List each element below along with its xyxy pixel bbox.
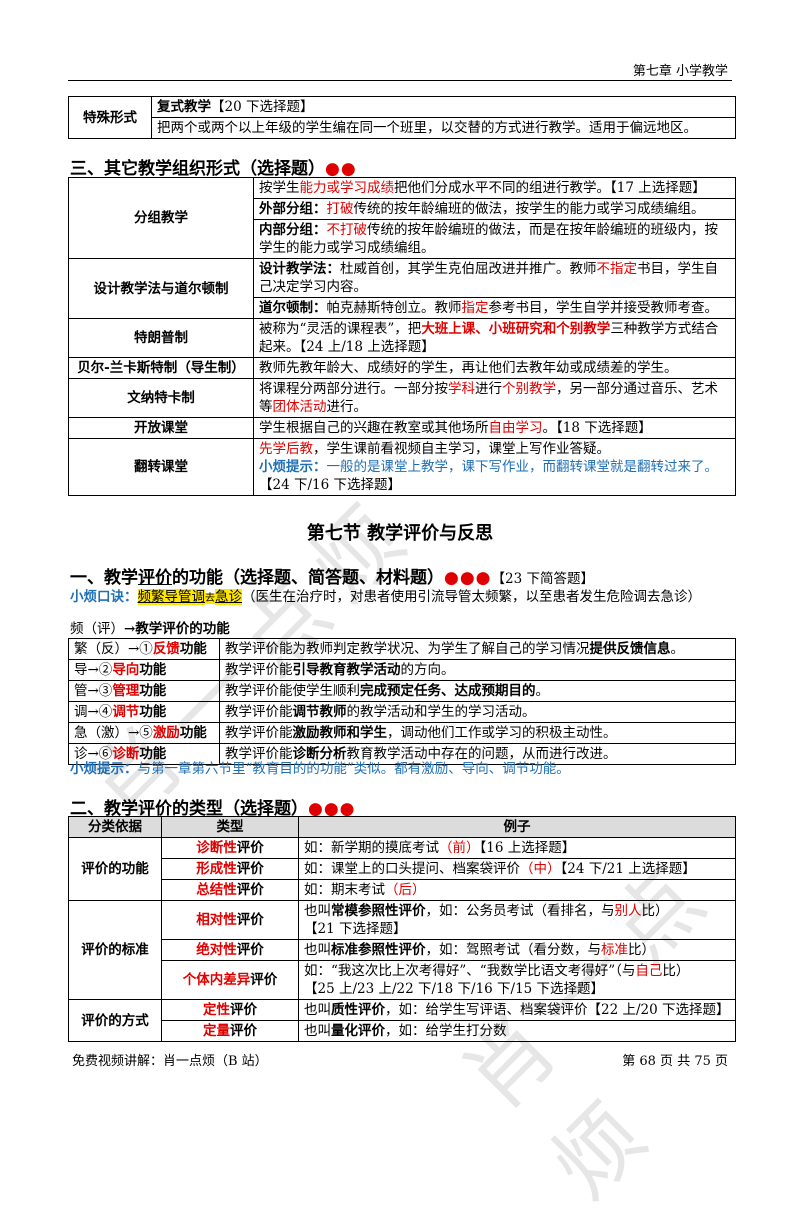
type-qualitative: 定性评价 xyxy=(161,999,299,1021)
type-summative: 总结性评价 xyxy=(161,879,299,901)
function-desc: 教学评价能为教师判定教学状况、为学生了解自己的学习情况提供反馈信息。 xyxy=(219,638,736,660)
mnemonic-line: 小烦口诀：频繁导管调去急诊（医生在治疗时，对患者使用引流导管太频繁，以至患者发生… xyxy=(70,589,701,605)
footer-left: 免费视频讲解：肖一点烦（B 站） xyxy=(72,1054,268,1069)
function-desc: 教学评价能调节教师的教学活动和学生的学习活动。 xyxy=(219,701,736,723)
function-label: 急（激）→⑤激励功能 xyxy=(68,722,220,744)
group-line-3: 内部分组：不打破传统的按年龄编班的做法，而是在按年龄编班的班级内，按学生的能力或… xyxy=(253,219,736,259)
example-formative: 如：课堂上的口头提问、档案袋评价（中）【24 下/21 上选择题】 xyxy=(298,858,736,880)
example-quantitative: 也叫量化评价，如：给学生打分数 xyxy=(298,1020,736,1042)
trump-desc: 被称为“灵活的课程表”，把大班上课、小班研究和个别教学三种教学方式结合起来。【2… xyxy=(253,318,736,358)
special-form-table: 特殊形式 复式教学【20 下选择题】 把两个或两个以上年级的学生编在同一个班里，… xyxy=(68,96,736,139)
row-label-winnetka: 文纳特卡制 xyxy=(68,378,254,418)
mnemonic-highlight: 频繁导管调 xyxy=(137,589,205,605)
row-label-dalton: 设计教学法与道尔顿制 xyxy=(68,258,254,319)
other-forms-table: 分组教学 按学生能力或学习成绩把他们分成水平不同的组进行教学。【17 上选择题】… xyxy=(68,177,736,496)
header-rule xyxy=(68,80,732,81)
function-row: 导→②导向功能教学评价能引导教育教学活动的方向。 xyxy=(68,659,736,681)
function-desc: 教学评价能引导教育教学活动的方向。 xyxy=(219,659,736,681)
function-row: 急（激）→⑤激励功能教学评价能激励教师和学生，调动他们工作或学习的积极主动性。 xyxy=(68,722,736,744)
function-row: 诊→⑥诊断功能教学评价能诊断分析教育教学活动中存在的问题，从而进行改进。 xyxy=(68,743,736,765)
section-title: 第七节 教学评价与反思 xyxy=(306,523,494,544)
type-relative: 相对性评价 xyxy=(161,900,299,940)
example-relative: 也叫常模参照性评价，如：公务员考试（看排名，与别人比）【21 下选择题】 xyxy=(298,900,736,940)
example-absolute: 也叫标准参照性评价，如：驾照考试（看分数，与标准比） xyxy=(298,939,736,961)
dalton-line-2: 道尔顿制：帕克赫斯特创立。教师指定参考书目，学生自学并接受教师考查。 xyxy=(253,297,736,319)
function-label: 调→④调节功能 xyxy=(68,701,220,723)
exam-tag: 【20 下选择题】 xyxy=(211,99,314,115)
function-label: 繁（反）→①反馈功能 xyxy=(68,638,220,660)
eval-function-table: 繁（反）→①反馈功能教学评价能为教师判定教学状况、为学生了解自己的学习情况提供反… xyxy=(68,638,736,765)
col-header-basis: 分类依据 xyxy=(68,816,162,838)
winnetka-desc: 将课程分两部分进行。一部分按学科进行个别教学，另一部分通过音乐、艺术等团体活动进… xyxy=(253,378,736,418)
group-line-2: 外部分组：打破传统的按年龄编班的做法，按学生的能力或学习成绩编组。 xyxy=(253,198,736,220)
function-row: 管→③管理功能教学评价能使学生顺利完成预定任务、达成预期目的。 xyxy=(68,680,736,702)
row-label-flip: 翻转课堂 xyxy=(68,438,254,496)
type-absolute: 绝对性评价 xyxy=(161,939,299,961)
example-individual: 如：“我这次比上次考得好”、“我数学比语文考得好”（与自己比）【25 上/23 … xyxy=(298,960,736,1000)
document-page: 肖一点烦 肖一点烦 第七章 小学教学 特殊形式 复式教学【20 下选择题】 把两… xyxy=(68,64,736,1217)
special-form-title: 复式教学 xyxy=(157,99,211,115)
importance-dots: ●●● xyxy=(308,799,356,819)
row-label-open: 开放课堂 xyxy=(68,417,254,439)
dalton-line-1: 设计教学法：杜威首创，其学生克伯屈改进并推广。教师不指定书目，学生自己决定学习内… xyxy=(253,258,736,298)
importance-dots: ●●● xyxy=(444,568,492,588)
page-number: 第 68 页 共 75 页 xyxy=(622,1054,728,1069)
example-summative: 如：期末考试（后） xyxy=(298,879,736,901)
type-individual: 个体内差异评价 xyxy=(161,960,299,1000)
page-header: 第七章 小学教学 xyxy=(632,64,728,79)
open-desc: 学生根据自己的兴趣在教室或其他场所自由学习。【18 下选择题】 xyxy=(253,417,736,439)
exam-tag: 【23 下简答题】 xyxy=(491,571,594,587)
section-3-heading: 三、其它教学组织形式（选择题）●● xyxy=(70,159,357,179)
eval-function-heading: 一、教学评价的功能（选择题、简答题、材料题）●●●【23 下简答题】 xyxy=(70,568,594,588)
row-label-trump: 特朗普制 xyxy=(68,318,254,358)
tip-label: 小烦提示： xyxy=(259,459,327,475)
eval-func-subhead: 频（评）→教学评价的功能 xyxy=(70,621,230,637)
flip-desc: 先学后教，学生课前看视频自主学习，课堂上写作业答疑。 小烦提示：一般的是课堂上教… xyxy=(253,438,736,496)
col-header-type: 类型 xyxy=(161,816,299,838)
function-label: 诊→⑥诊断功能 xyxy=(68,743,220,765)
function-label: 管→③管理功能 xyxy=(68,680,220,702)
function-label: 导→②导向功能 xyxy=(68,659,220,681)
function-row: 调→④调节功能教学评价能调节教师的教学活动和学生的学习活动。 xyxy=(68,701,736,723)
row-label-group: 分组教学 xyxy=(68,177,254,259)
special-form-title-cell: 复式教学【20 下选择题】 xyxy=(151,96,736,118)
type-quantitative: 定量评价 xyxy=(161,1020,299,1042)
group-method: 评价的方式 xyxy=(68,999,162,1042)
type-formative: 形成性评价 xyxy=(161,858,299,880)
special-form-label: 特殊形式 xyxy=(68,96,152,139)
function-desc: 教学评价能使学生顺利完成预定任务、达成预期目的。 xyxy=(219,680,736,702)
col-header-example: 例子 xyxy=(298,816,736,838)
function-row: 繁（反）→①反馈功能教学评价能为教师判定教学状况、为学生了解自己的学习情况提供反… xyxy=(68,638,736,660)
eval-func-tip: 小烦提示：与第一章第六节里“教育目的的功能”类似。都有激励、导向、调节功能。 xyxy=(70,761,570,777)
group-line-1: 按学生能力或学习成绩把他们分成水平不同的组进行教学。【17 上选择题】 xyxy=(253,177,736,199)
eval-type-table: 分类依据 类型 例子 评价的功能 诊断性评价 如：新学期的摸底考试（前）【16 … xyxy=(68,816,736,1042)
function-desc: 教学评价能激励教师和学生，调动他们工作或学习的积极主动性。 xyxy=(219,722,736,744)
type-diagnostic: 诊断性评价 xyxy=(161,837,299,859)
bell-desc: 教师先教年龄大、成绩好的学生，再让他们去教年幼或成绩差的学生。 xyxy=(253,357,736,379)
eval-type-heading: 二、教学评价的类型（选择题）●●● xyxy=(70,799,356,819)
row-label-bell: 贝尔-兰卡斯特制（导生制） xyxy=(68,357,254,379)
special-form-desc: 把两个或两个以上年级的学生编在同一个班里，以交替的方式进行教学。适用于偏远地区。 xyxy=(151,117,736,139)
function-desc: 教学评价能诊断分析教育教学活动中存在的问题，从而进行改进。 xyxy=(219,743,736,765)
example-diagnostic: 如：新学期的摸底考试（前）【16 上选择题】 xyxy=(298,837,736,859)
exam-tag: 【24 下/16 下选择题】 xyxy=(259,477,401,493)
group-function: 评价的功能 xyxy=(68,837,162,901)
group-standard: 评价的标准 xyxy=(68,900,162,1000)
example-qualitative: 也叫质性评价，如：给学生写评语、档案袋评价【22 上/20 下选择题】 xyxy=(298,999,736,1021)
importance-dots: ●● xyxy=(325,159,357,179)
